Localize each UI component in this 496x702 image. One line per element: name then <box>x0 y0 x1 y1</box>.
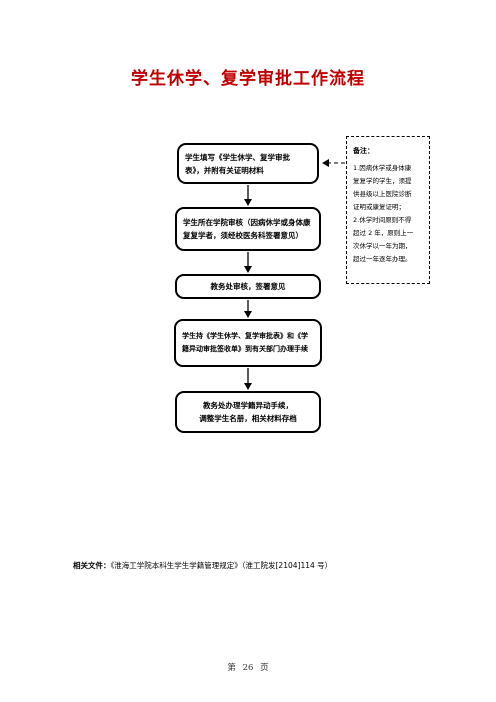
note-line: 2.休学时间原则不得 <box>353 216 412 224</box>
step-4-line-1: 学生持《学生休学、复学审批表》和《学 <box>182 332 308 340</box>
step-4-box: 学生持《学生休学、复学审批表》和《学 籍异动审批签收单》到有关部门办理手续 <box>174 319 322 367</box>
note-line: 次休学以一年为期， <box>353 242 412 250</box>
step-1-box: 学生填写《学生休学、复学审批 表》，并附有关证明材料 <box>177 143 319 184</box>
note-line: 1.因病休学或身体康 <box>353 164 412 172</box>
step-2-box: 学生所在学院审核（因病休学或身体康 复复学者，须经校医务科签署意见） <box>175 207 321 251</box>
page-number: 第 26 页 <box>227 663 269 673</box>
related-documents: 相关文件：《淮海工学院本科生学生学籍管理规定》（淮工院发[2104]114 号） <box>73 560 332 571</box>
note-box: 备注： 1.因病休学或身体康 复复学的学生，须提 供县级以上医院诊断 证明或康复… <box>346 136 430 284</box>
step-5-box: 教务处办理学籍异动手续， 调整学生名册，相关材料存档 <box>175 391 321 433</box>
note-line: 证明或康复证明； <box>353 203 405 211</box>
step-4-line-2: 籍异动审批签收单》到有关部门办理手续 <box>182 345 308 353</box>
step-1-line-1: 学生填写《学生休学、复学审批 <box>185 152 290 162</box>
step-3-box: 教务处审核，签署意见 <box>175 274 321 299</box>
note-heading: 备注： <box>353 147 374 155</box>
step-2-line-2: 复复学者，须经校医务科签署意见） <box>183 231 303 240</box>
step-5-line-2: 调整学生名册，相关材料存档 <box>199 414 297 423</box>
step-5-line-1: 教务处办理学籍异动手续， <box>203 401 293 410</box>
note-line: 供县级以上医院诊断 <box>353 190 412 198</box>
related-documents-text: 《淮海工学院本科生学生学籍管理规定》（淮工院发[2104]114 号） <box>110 561 333 570</box>
step-2-line-1: 学生所在学院审核（因病休学或身体康 <box>183 218 311 227</box>
page-title: 学生休学、复学审批工作流程 <box>131 69 365 89</box>
step-3-line-1: 教务处审核，签署意见 <box>210 282 286 291</box>
note-line: 超过一年逐年办理。 <box>353 255 412 263</box>
related-documents-label: 相关文件： <box>73 561 111 570</box>
note-line: 超过 2 年，原则上一 <box>353 229 414 237</box>
note-line: 复复学的学生，须提 <box>353 177 412 185</box>
step-1-line-2: 表》，并附有关证明材料 <box>185 165 264 175</box>
